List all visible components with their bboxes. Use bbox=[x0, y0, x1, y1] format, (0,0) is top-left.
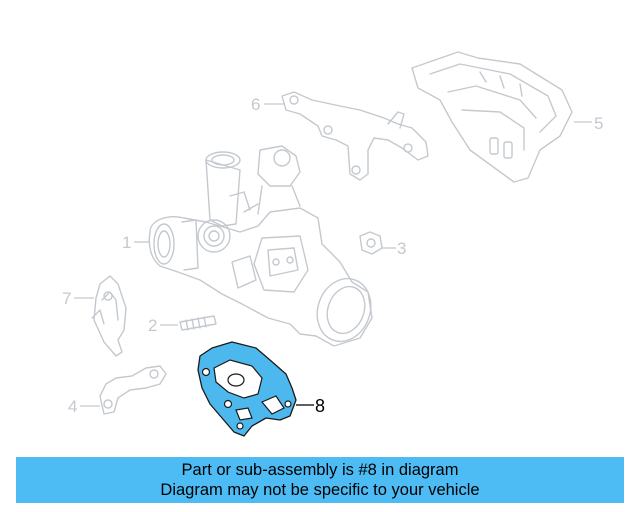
callout-3: 3 bbox=[397, 239, 406, 258]
banner-line-2: Diagram may not be specific to your vehi… bbox=[160, 481, 480, 499]
callout-4: 4 bbox=[68, 397, 77, 416]
banner-line-1: Part or sub-assembly is #8 in diagram bbox=[181, 461, 459, 479]
callout-2: 2 bbox=[148, 316, 157, 335]
info-banner: Part or sub-assembly is #8 in diagram Di… bbox=[16, 457, 624, 503]
part-1-turbocharger bbox=[148, 145, 373, 347]
part-3-nut bbox=[359, 231, 383, 255]
callout-8: 8 bbox=[315, 396, 325, 416]
callout-5: 5 bbox=[594, 114, 603, 133]
part-7-bracket bbox=[91, 275, 127, 357]
part-2-stud bbox=[179, 315, 217, 331]
part-4-bracket bbox=[99, 365, 167, 415]
part-6-bracket bbox=[281, 91, 429, 181]
callout-1: 1 bbox=[122, 233, 131, 252]
callout-6: 6 bbox=[251, 95, 260, 114]
parts-diagram: 1 2 3 4 5 6 7 8 bbox=[62, 51, 603, 437]
part-5-heat-shield bbox=[411, 51, 573, 183]
callout-7: 7 bbox=[62, 289, 71, 308]
part-8-highlighted bbox=[197, 341, 297, 437]
